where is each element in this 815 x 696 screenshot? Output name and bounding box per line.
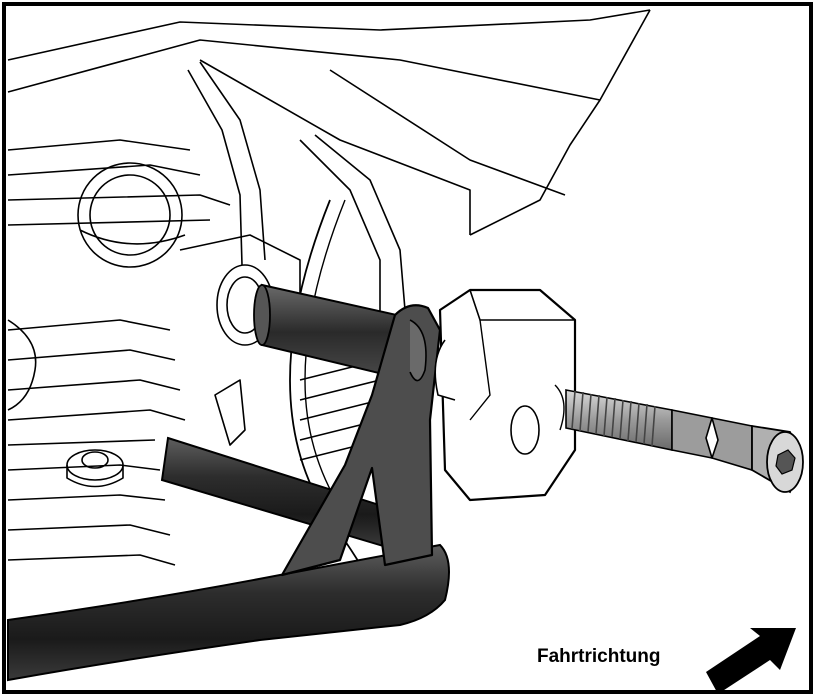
bolt bbox=[565, 389, 804, 494]
direction-caption: Fahrtrichtung bbox=[537, 646, 661, 667]
mounting-bracket bbox=[280, 304, 442, 577]
engine-housing-lineart bbox=[7, 9, 651, 601]
direction-arrow bbox=[706, 628, 796, 694]
damper-block bbox=[434, 288, 577, 502]
crash-bar-lower bbox=[7, 543, 450, 682]
